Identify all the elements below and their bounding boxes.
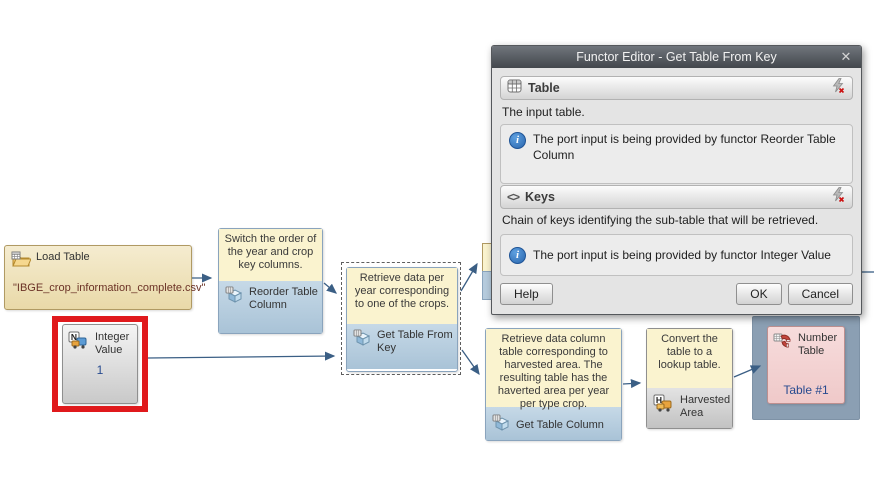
- port-info-box: i The port input is being provided by fu…: [500, 124, 853, 184]
- node-comment: Convert the table to a lookup table.: [647, 329, 732, 388]
- svg-text:H: H: [656, 395, 662, 405]
- port-info-text: The port input is being provided by func…: [533, 248, 831, 262]
- node-label: Harvested Area: [680, 394, 731, 419]
- highlight-rectangle: [52, 316, 148, 412]
- section-header-table: Table: [500, 76, 853, 100]
- info-icon: i: [509, 247, 526, 264]
- section-description: Chain of keys identifying the sub-table …: [502, 213, 819, 227]
- port-info-box: i The port input is being provided by fu…: [500, 234, 853, 276]
- cancel-button[interactable]: Cancel: [787, 283, 853, 305]
- section-header-keys: <> Keys: [500, 185, 853, 209]
- close-icon[interactable]: ✕: [840, 49, 852, 64]
- functor-cube-icon: [353, 329, 372, 351]
- functor-cube-icon: [225, 286, 244, 308]
- folder-table-icon: [11, 251, 32, 272]
- harvested-area-icon: H: [653, 394, 675, 417]
- node-value-filename: "IBGE_crop_information_complete.csv": [13, 282, 206, 294]
- wire-gtfk-gtc: [461, 349, 480, 376]
- node-integer-value[interactable]: N Integer Value 1: [62, 324, 138, 404]
- node-label: Get Table From Key: [377, 329, 453, 354]
- integer-value-icon: N: [68, 331, 90, 354]
- node-harvested-area[interactable]: Convert the table to a lookup table. H H…: [646, 328, 733, 429]
- node-label: Integer Value: [95, 331, 130, 356]
- functor-editor-dialog: Functor Editor - Get Table From Key ✕ Ta…: [491, 45, 862, 315]
- functor-cube-icon: [492, 414, 511, 436]
- node-label: Load Table: [36, 251, 90, 263]
- dialog-title: Functor Editor - Get Table From Key: [576, 50, 777, 64]
- node-comment: Retrieve data column table corresponding…: [486, 329, 621, 410]
- info-icon: i: [509, 132, 526, 149]
- keys-icon: <>: [507, 190, 520, 204]
- port-info-text: The port input is being provided by func…: [533, 132, 836, 162]
- node-get-table-from-key-selection[interactable]: Retrieve data per year corresponding to …: [341, 262, 461, 375]
- node-load-table[interactable]: Load Table "IBGE_crop_information_comple…: [4, 245, 205, 310]
- node-label: Number Table: [798, 332, 838, 357]
- help-button[interactable]: Help: [500, 283, 553, 305]
- wire-gtfk-hidden: [460, 262, 478, 292]
- disconnect-port-icon[interactable]: [830, 77, 846, 99]
- node-value-integer: 1: [96, 363, 104, 377]
- section-title: Table: [528, 81, 560, 95]
- node-comment: Switch the order of the year and crop ke…: [219, 229, 322, 281]
- node-label: Reorder Table Column: [249, 286, 318, 311]
- node-label: Get Table Column: [516, 418, 604, 431]
- table-grid-icon: [507, 79, 522, 98]
- node-number-table[interactable]: Number Table Table #1: [767, 326, 845, 404]
- section-title: Keys: [525, 190, 555, 204]
- ok-button[interactable]: OK: [736, 283, 782, 305]
- section-description: The input table.: [502, 105, 585, 119]
- node-get-table-column[interactable]: Retrieve data column table corresponding…: [485, 328, 622, 441]
- wire-reorder-gtfk: [323, 282, 337, 294]
- dialog-button-row: Help OK Cancel: [500, 283, 853, 307]
- svg-text:N: N: [71, 332, 77, 342]
- magnet-table-icon: [773, 332, 793, 355]
- node-comment: Retrieve data per year corresponding to …: [347, 268, 457, 324]
- node-reorder-table-column[interactable]: Switch the order of the year and crop ke…: [218, 228, 323, 334]
- dialog-titlebar[interactable]: Functor Editor - Get Table From Key ✕: [492, 46, 861, 68]
- disconnect-port-icon[interactable]: [830, 186, 846, 208]
- wire-integer-gtfk: [147, 351, 336, 361]
- node-value-table: Table #1: [783, 383, 829, 397]
- wire-gtc-harvested: [622, 378, 642, 389]
